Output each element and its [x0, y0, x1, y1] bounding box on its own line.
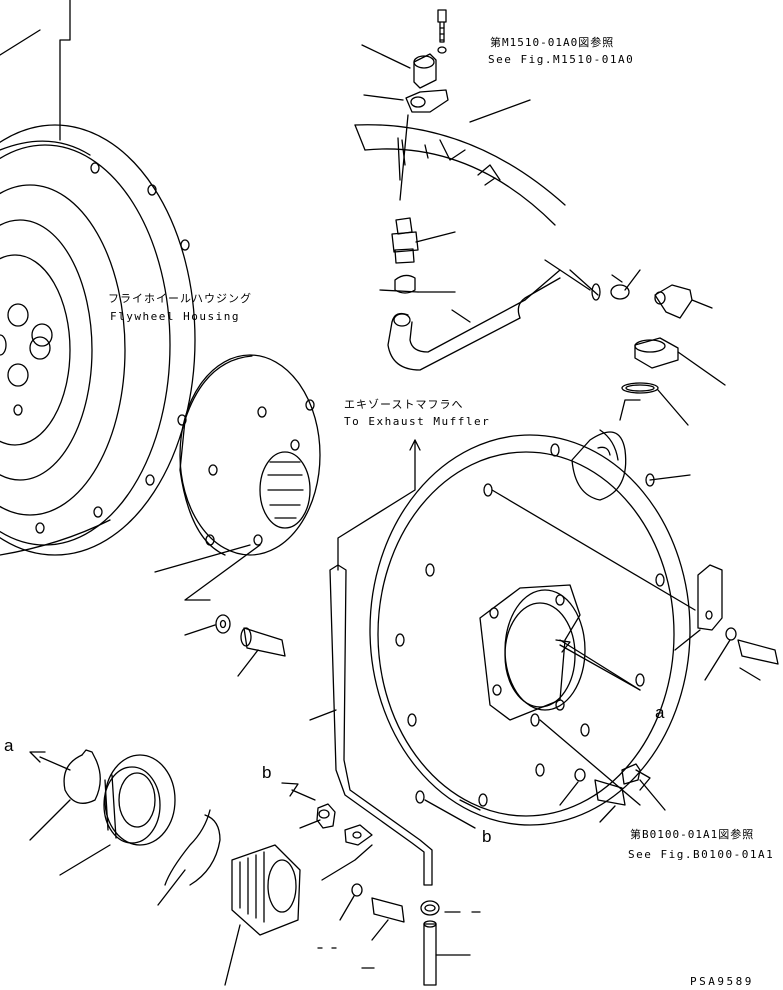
flywheel-housing — [0, 0, 196, 556]
exhaust-muffler-label-en: To Exhaust Muffler — [344, 415, 491, 428]
fig-ref-m1510-jp: 第M1510-01A0図参照 — [490, 36, 615, 49]
flywheel-housing-label-jp: フライホイールハウジング — [108, 292, 252, 305]
marker-b-left: b — [262, 763, 272, 782]
bracket-parts — [299, 803, 405, 969]
drawing-code: PSA9589 — [690, 975, 754, 988]
fig-ref-m1510-en: See Fig.M1510-01A0 — [488, 53, 635, 66]
coupling-fasteners — [154, 544, 286, 677]
marker-a-left: a — [4, 736, 14, 755]
exhaust-tube — [309, 439, 481, 986]
pto-housing — [369, 399, 779, 829]
exhaust-muffler-label-jp: エキゾーストマフラへ — [344, 398, 464, 411]
flywheel-housing-label-en: Flywheel Housing — [110, 310, 240, 323]
callout-arrows — [29, 639, 666, 811]
coupling-disc — [179, 354, 321, 556]
marker-b-right: b — [482, 827, 492, 846]
fig-ref-b0100-en: See Fig.B0100-01A1 — [628, 848, 775, 861]
fig-ref-b0100-jp: 第B0100-01A1図参照 — [630, 828, 755, 841]
bearing-assembly — [29, 749, 301, 986]
marker-a-right: a — [655, 703, 665, 722]
upper-piping-parts — [354, 9, 726, 426]
